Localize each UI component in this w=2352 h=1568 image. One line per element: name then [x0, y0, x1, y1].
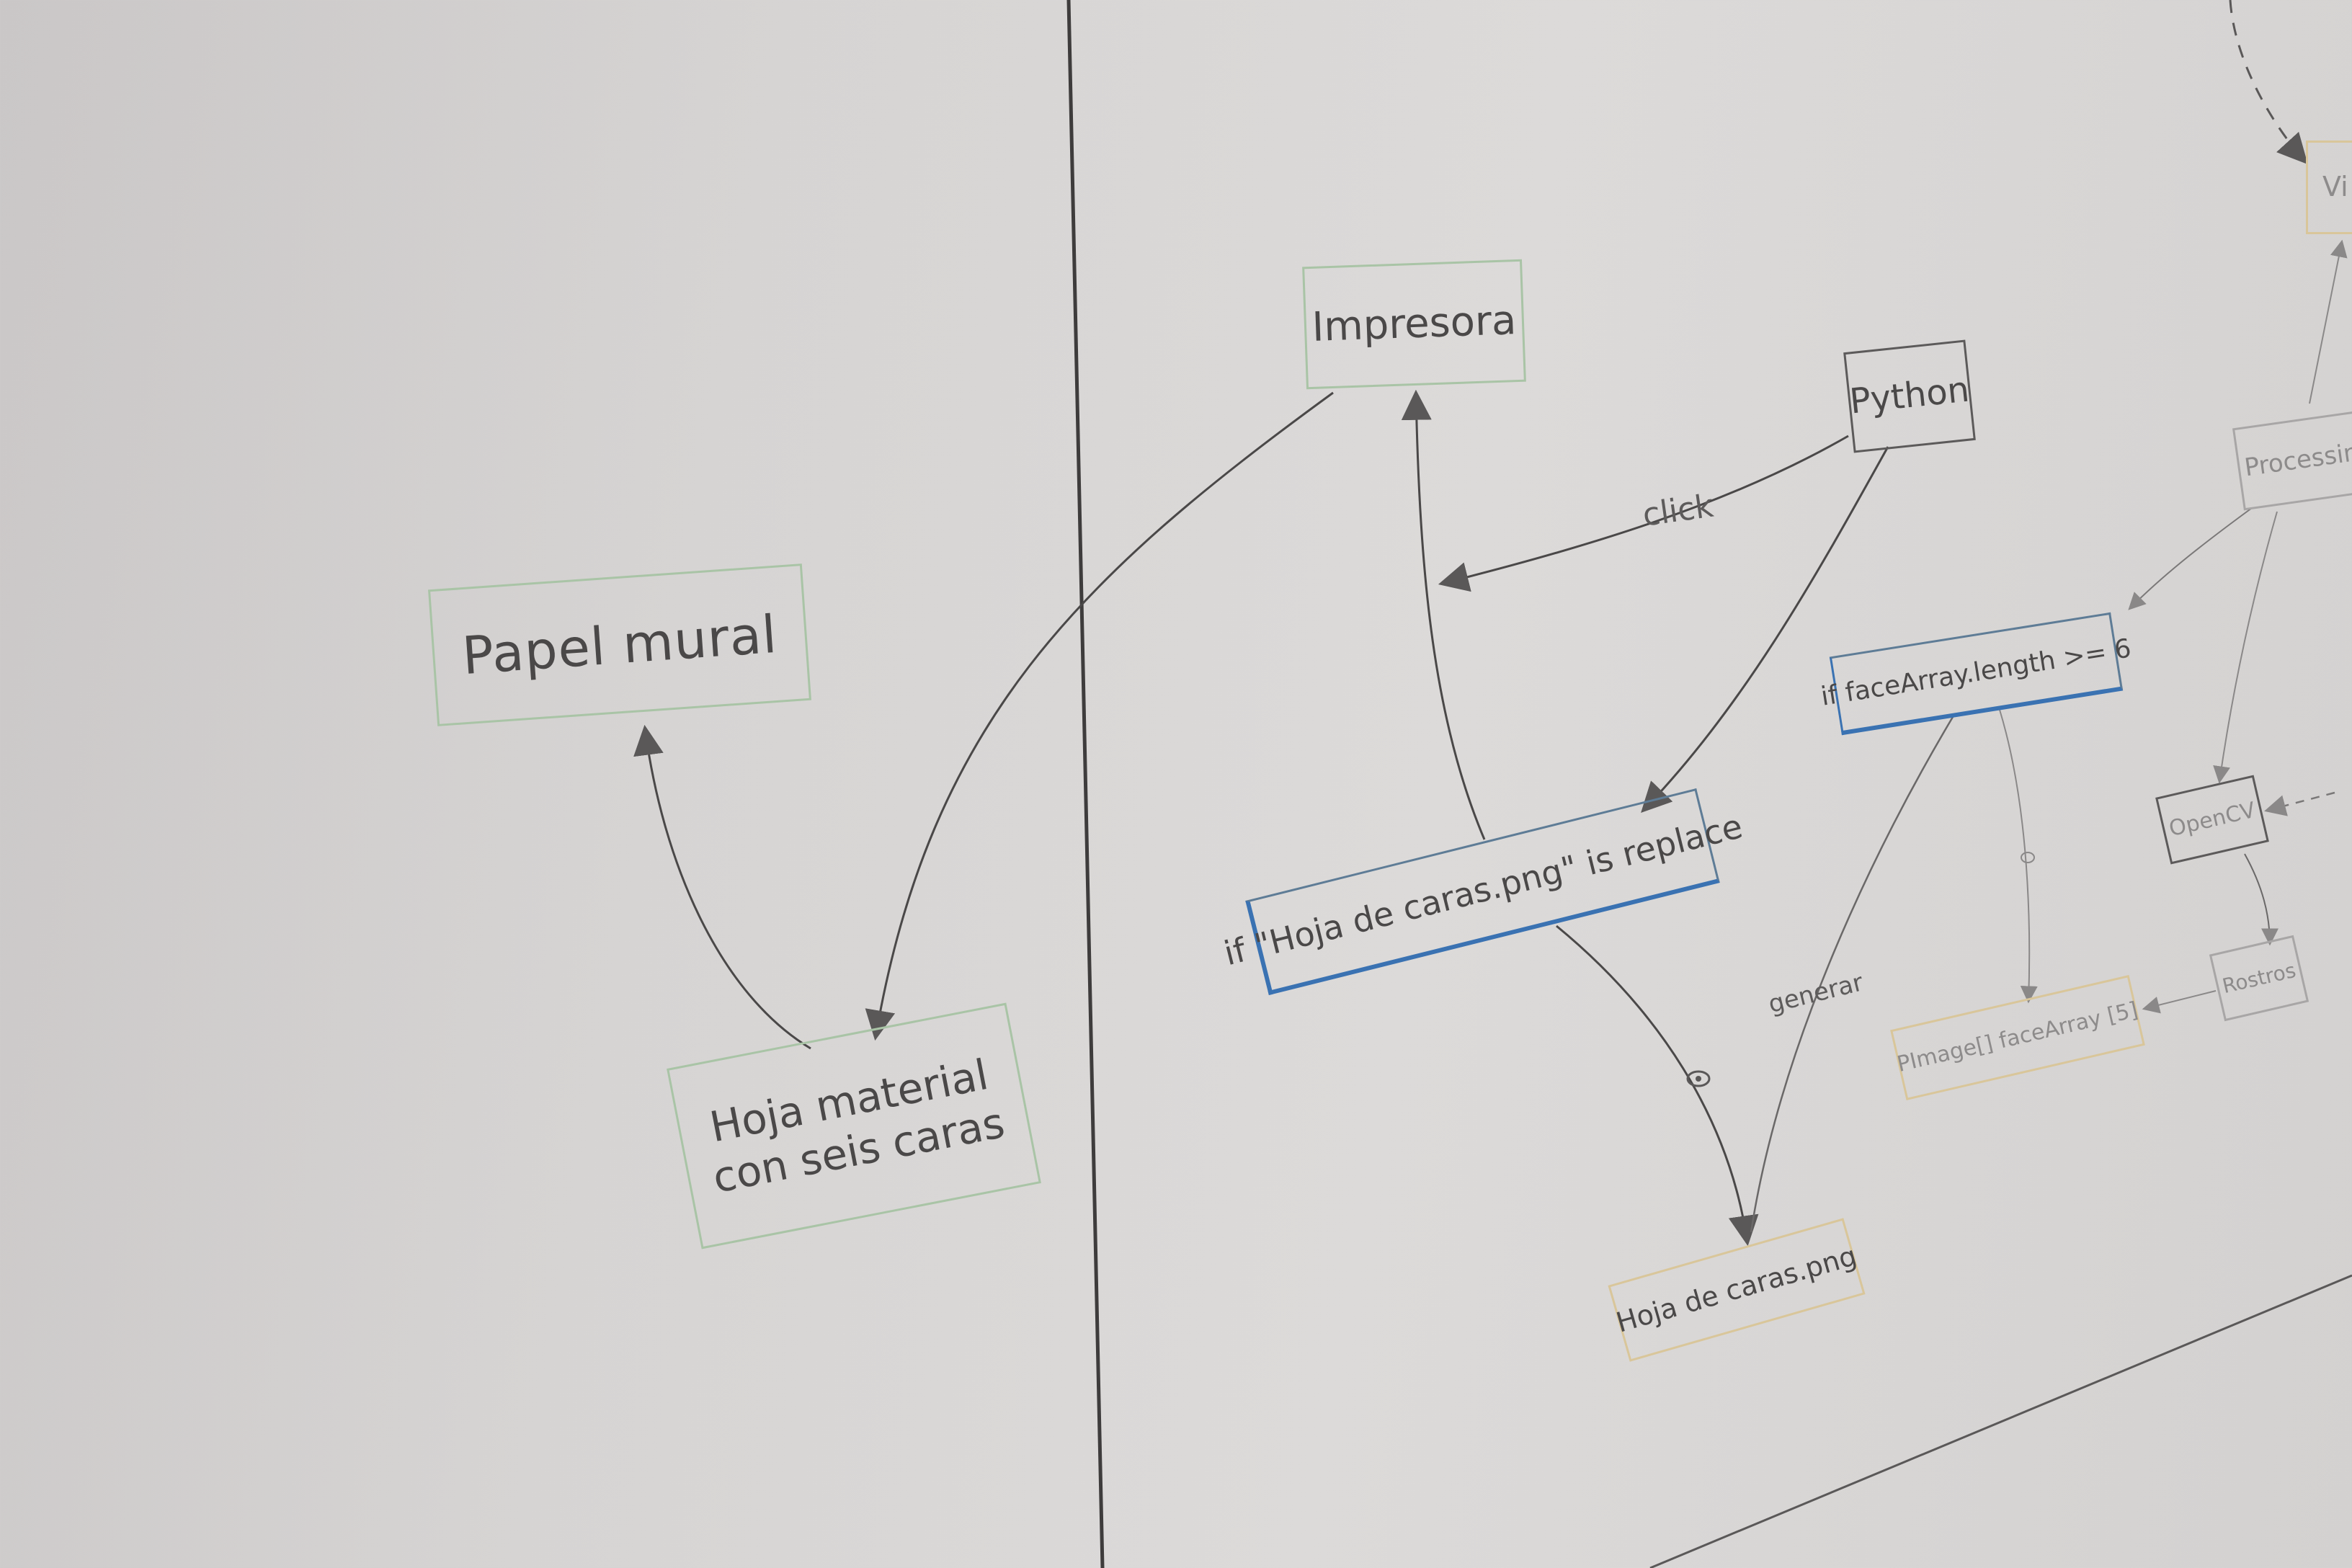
- edge-rostros-to-pimage: [2142, 990, 2217, 1014]
- node-vi-partial: Vi: [2306, 141, 2352, 234]
- edge-opencv-to-rostros: [2244, 853, 2278, 946]
- node-processing-text: Processing: [2242, 435, 2352, 483]
- edge-facearray-to-png: [1750, 716, 1954, 1233]
- eye-symbol-1: [1686, 1070, 1711, 1087]
- node-papel-mural: Papel mural: [428, 564, 811, 726]
- node-vi-partial-text: Vi: [2322, 171, 2348, 203]
- edge-ifhoja-to-impresora: [1401, 389, 1486, 840]
- edge-ifhoja-to-png: [1556, 925, 1759, 1247]
- edge-processing-to-facearray: [2128, 507, 2253, 610]
- node-impresora-text: Impresora: [1311, 297, 1518, 352]
- node-rostros-text: Rostros: [2219, 958, 2299, 998]
- edge-impresora-to-hoja: [865, 391, 1334, 1041]
- edge-hoja-to-papel: [633, 724, 811, 1050]
- node-impresora: Impresora: [1302, 259, 1526, 390]
- node-opencv-text: OpenCV: [2166, 797, 2258, 842]
- node-python-text: Python: [1848, 369, 1972, 422]
- node-python: Python: [1843, 339, 1976, 453]
- paper-edge-line: [1649, 1274, 2352, 1568]
- edge-dashed-top: [2229, 0, 2308, 165]
- edge-facearray-to-pimage: [1999, 709, 2038, 1004]
- edge-python-to-ifhoja: [1641, 446, 1889, 814]
- node-papel-mural-text: Papel mural: [460, 603, 780, 686]
- edge-python-click: [1438, 435, 1849, 592]
- edge-processing-to-vi: [2309, 239, 2348, 404]
- edge-dashed-to-opencv: [2264, 791, 2335, 816]
- wall-corner-line: [1066, 0, 1105, 1568]
- eye-symbol-2: [2021, 852, 2035, 863]
- edge-processing-to-opencv: [2213, 511, 2278, 784]
